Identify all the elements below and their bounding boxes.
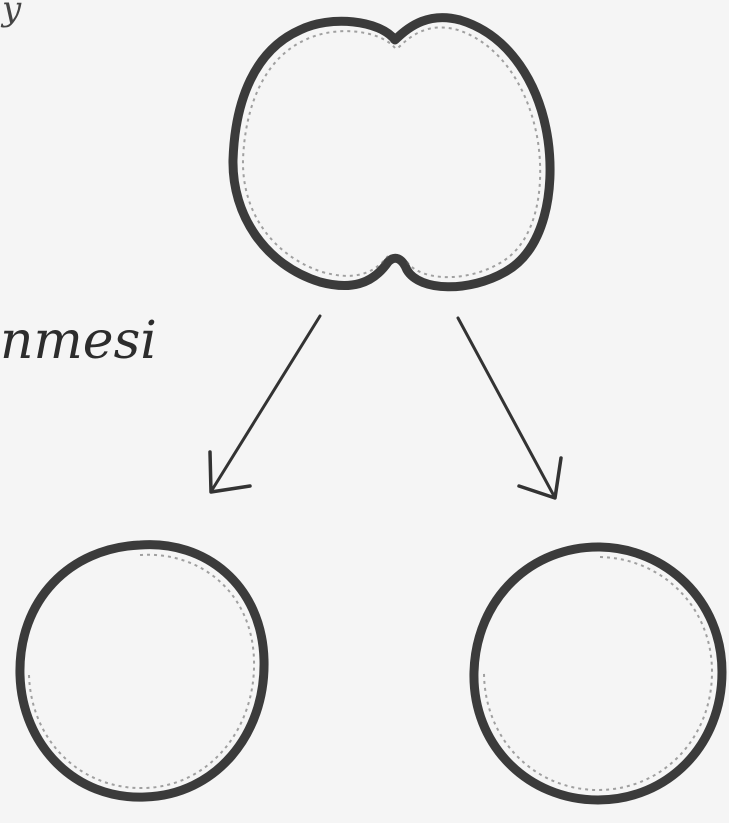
- arrow-to-right-cell: [458, 318, 561, 498]
- daughter-cell-right: [474, 547, 722, 800]
- daughter-cell-left: [20, 545, 264, 797]
- arrow-to-left-cell: [210, 316, 320, 492]
- parent-cell: [233, 18, 550, 287]
